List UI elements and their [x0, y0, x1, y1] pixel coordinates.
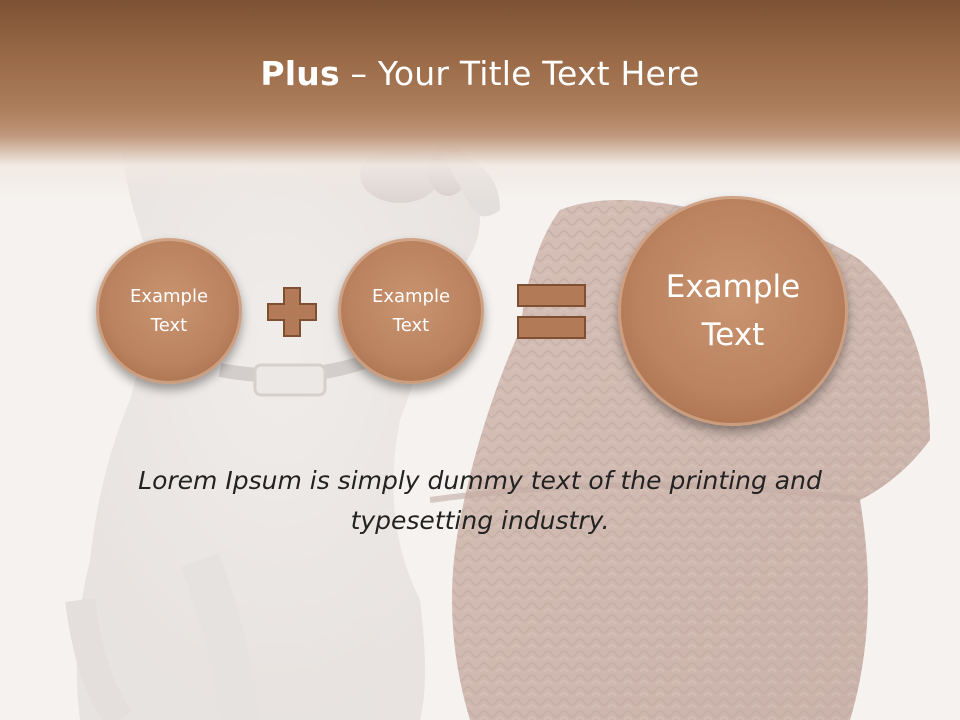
title-band [0, 0, 960, 200]
title-rest: – Your Title Text Here [339, 54, 700, 93]
circle-result-label: Example Text [665, 269, 801, 353]
circle-result[interactable]: Example Text [618, 196, 848, 426]
circle-middle[interactable]: Example Text [338, 238, 484, 384]
circle-left-label: Example Text [129, 286, 209, 336]
title-bold: Plus [260, 54, 340, 93]
caption-text: Lorem Ipsum is simply dummy text of the … [138, 466, 822, 535]
slide-title: Plus – Your Title Text Here [0, 54, 960, 93]
equals-icon [516, 283, 588, 341]
plus-icon [266, 286, 318, 338]
circle-middle-label: Example Text [371, 286, 451, 336]
circle-left[interactable]: Example Text [96, 238, 242, 384]
